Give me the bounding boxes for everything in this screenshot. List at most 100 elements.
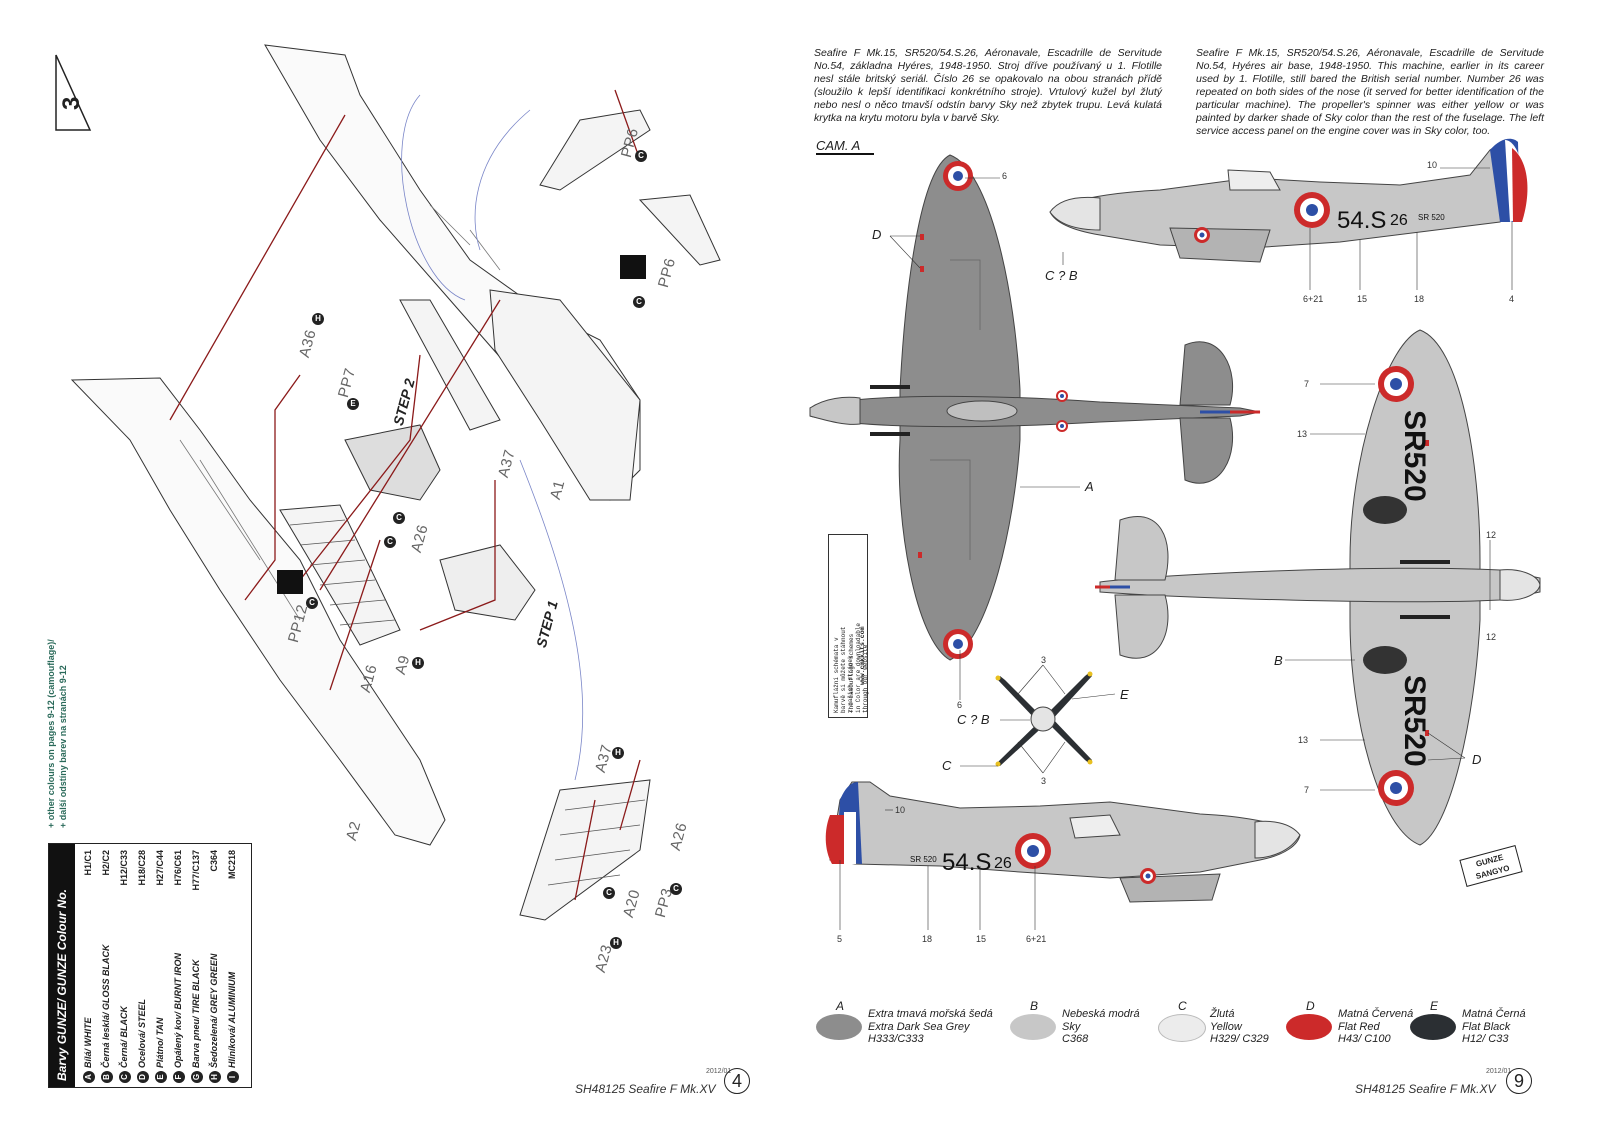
canopy-top — [946, 400, 1018, 422]
swatch — [1410, 1014, 1456, 1040]
colour-chip: H — [412, 657, 424, 669]
fuselage-side — [1049, 139, 1521, 249]
callout: 10 — [895, 805, 906, 815]
fuselage-top — [809, 395, 1261, 428]
colour-letter: C — [942, 758, 952, 773]
propeller-view — [995, 671, 1093, 767]
callout: 3 — [1041, 776, 1047, 786]
callout: 6+21 — [1303, 294, 1324, 304]
callout: 15 — [976, 934, 987, 944]
footer-date: 2012/01 — [1486, 1068, 1512, 1075]
step-number: 3 — [58, 96, 85, 110]
callout: 15 — [1357, 294, 1368, 304]
fuselage-number-left: 26 — [994, 855, 1012, 872]
fuselage-side-left — [829, 781, 1301, 879]
cement-icon — [620, 255, 646, 279]
colour-letter: B — [1274, 653, 1283, 668]
colour-table: Barvy GUNZE/ GUNZE Colour No. ABílá/ WHI… — [48, 843, 252, 1088]
description-cz: Seafire F Mk.15, SR520/54.S.26, Aéronava… — [814, 46, 1162, 124]
tailplane-top — [1179, 341, 1234, 484]
serial-small-left: SR 520 — [910, 855, 937, 864]
serial-small-right: SR 520 — [1418, 213, 1445, 222]
footer-date: 2012/01 — [706, 1068, 732, 1075]
callout: 3 — [1041, 655, 1047, 665]
callout: 13 — [1297, 429, 1308, 439]
bottom-view — [1095, 329, 1541, 846]
colour-chip: C — [670, 883, 682, 895]
callout: 18 — [1414, 294, 1425, 304]
callout: 5 — [837, 934, 843, 944]
colour-table-title: Barvy GUNZE/ GUNZE Colour No. — [49, 844, 75, 1087]
callout: 6+21 — [1026, 934, 1047, 944]
cement-icon — [277, 570, 303, 594]
side-view-right — [1049, 138, 1528, 263]
colour-chip: C — [306, 597, 318, 609]
top-view — [809, 154, 1261, 661]
camouflage-page-right: Seafire F Mk.15, SR520/54.S.26, Aéronava… — [800, 0, 1600, 1131]
swatch — [1286, 1014, 1332, 1040]
swatch — [1010, 1014, 1056, 1040]
callout: 6 — [1002, 171, 1008, 181]
fuselage-code-left: 54.S — [942, 849, 991, 876]
website-note-box: Kamuflážní schémata v barvě si můžete st… — [828, 534, 869, 718]
serial-wing-upper: SR520 — [1398, 410, 1431, 502]
colour-letter: D — [1472, 752, 1482, 767]
camouflage-label: CAM. A — [816, 138, 875, 155]
colour-chip: C — [393, 512, 405, 524]
page-number: 9 — [1506, 1068, 1532, 1094]
colour-chip: H — [312, 313, 324, 325]
instruction-page-left: 3 STEP 2 STEP 1 PP6 PP6 A36 PP7 A37 A1 A… — [46, 44, 750, 1096]
colour-chip: H — [612, 747, 624, 759]
footer-title: SH48125 Seafire F Mk.XV — [575, 1082, 716, 1096]
colour-chip: C — [633, 296, 645, 308]
colour-letter: C ? B — [1045, 268, 1078, 283]
callout: 7 — [1304, 379, 1310, 389]
colour-chip: E — [347, 398, 359, 410]
colour-note-en: + other colours on pages 9-12 (camouflag… — [46, 639, 56, 828]
fuselage-code-right: 54.S — [1337, 207, 1386, 234]
callout: 4 — [1509, 294, 1515, 304]
colour-letter: D — [872, 227, 882, 242]
colour-chip: H — [610, 937, 622, 949]
step-triangle — [55, 54, 92, 131]
fuselage-number-right: 26 — [1390, 212, 1408, 229]
colour-letter: A — [1085, 479, 1094, 494]
spinner-top — [809, 396, 861, 425]
colour-chip: C — [635, 150, 647, 162]
page-number: 4 — [724, 1068, 750, 1094]
colour-note-cz: + další odstíny barev na stranách 9-12 — [58, 665, 68, 828]
callout: 7 — [1304, 785, 1310, 795]
spinner-side — [1049, 196, 1101, 231]
callout: 6 — [957, 700, 963, 710]
serial-wing-lower: SR520 — [1398, 675, 1431, 767]
callout: 10 — [1427, 160, 1438, 170]
colour-letter: C ? B — [957, 712, 990, 727]
callout: 13 — [1298, 735, 1309, 745]
aircraft-profiles: 54.S 26 SR 520 SR520 SR520 — [809, 138, 1541, 930]
assembly-drawing — [55, 44, 721, 921]
footer-title: SH48125 Seafire F Mk.XV — [1355, 1082, 1496, 1096]
fuselage-left-half — [70, 377, 446, 846]
side-view-left — [825, 781, 1301, 903]
colour-chip: C — [384, 536, 396, 548]
callout: 18 — [922, 934, 933, 944]
callout: 12 — [1486, 530, 1497, 540]
spinner-side-left — [1254, 820, 1301, 859]
fuselage-bottom — [1099, 567, 1541, 603]
colour-chip: C — [603, 887, 615, 899]
swatch — [816, 1014, 862, 1040]
canopy-side — [1227, 169, 1281, 191]
